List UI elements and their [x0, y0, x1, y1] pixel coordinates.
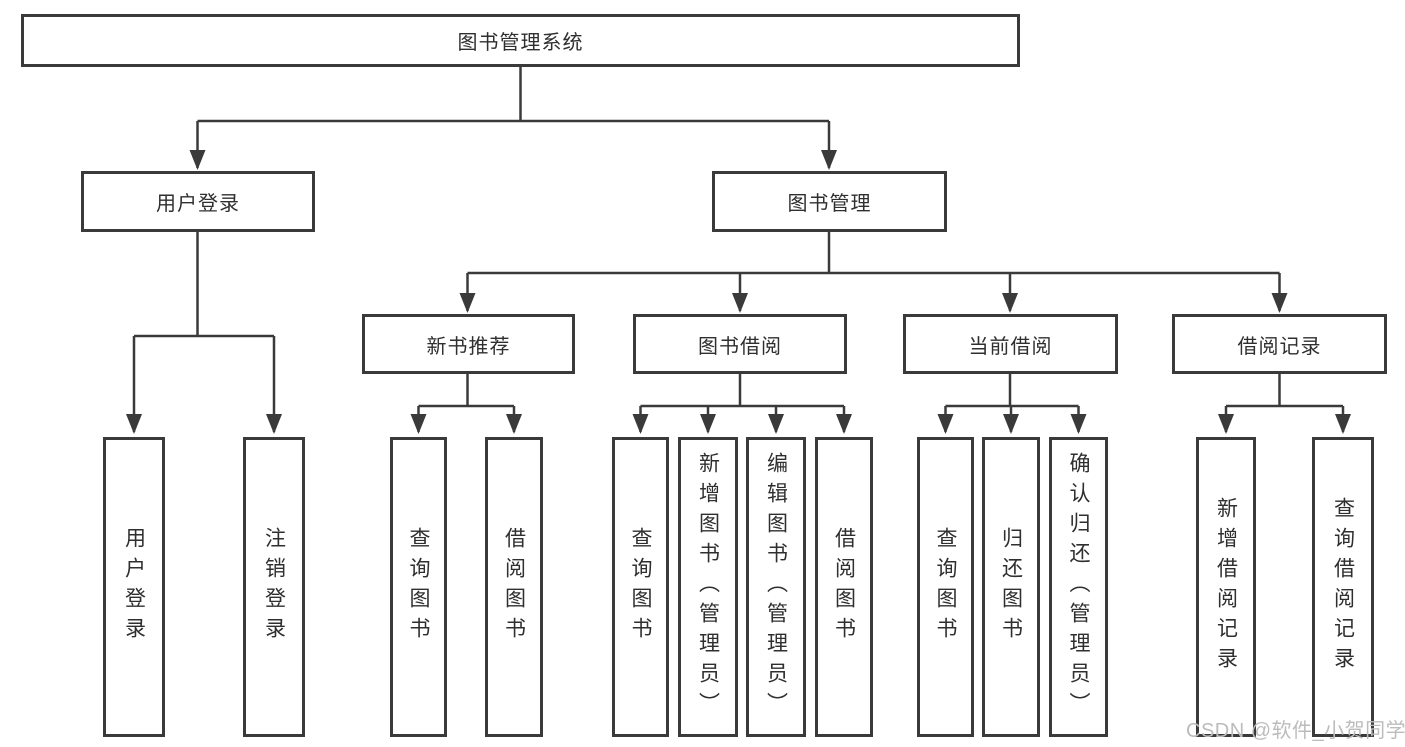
node-new-book-rec: 新书推荐 — [362, 314, 575, 374]
node-br-add-record: 新增借阅记录 — [1196, 437, 1256, 737]
edges-user-login-to-leaves — [126, 231, 282, 434]
node-borrow-record-label: 借阅记录 — [1237, 335, 1322, 358]
node-nb-borrow-book: 借阅图书 — [485, 437, 543, 737]
edges-current-borrow-to-leaves — [937, 373, 1087, 434]
node-bb-edit-book: 编辑图书（管理员） — [746, 437, 806, 737]
node-bb-edit-book-label: 编辑图书（管理员） — [764, 452, 788, 722]
node-bb-add-book-label: 新增图书（管理员） — [696, 452, 720, 722]
node-current-borrow-label: 当前借阅 — [968, 335, 1053, 358]
node-nb-query-book: 查询图书 — [390, 437, 447, 737]
node-bb-add-book: 新增图书（管理员） — [678, 437, 738, 737]
node-bb-query-book-label: 查询图书 — [629, 527, 652, 647]
node-nb-borrow-book-label: 借阅图书 — [502, 527, 526, 647]
node-cb-confirm-return-label: 确认归还（管理员） — [1067, 452, 1090, 722]
node-book-mgmt-label: 图书管理 — [787, 193, 872, 215]
node-bb-query-book: 查询图书 — [612, 437, 669, 737]
node-leaf-user-login-label: 用户登录 — [122, 527, 146, 647]
node-root-label: 图书管理系统 — [457, 32, 584, 54]
csdn-watermark: CSDN @软件_小贺同学 — [1186, 720, 1405, 742]
node-br-query-record: 查询借阅记录 — [1312, 437, 1374, 737]
node-cb-return-book-label: 归还图书 — [999, 527, 1023, 647]
edges-borrow-record-to-leaves — [1218, 373, 1351, 434]
node-cb-query-book: 查询图书 — [917, 437, 974, 737]
node-bb-borrow-book-label: 借阅图书 — [832, 527, 856, 647]
node-book-borrow: 图书借阅 — [633, 314, 847, 374]
node-current-borrow: 当前借阅 — [903, 314, 1118, 374]
node-new-book-rec-label: 新书推荐 — [426, 335, 511, 358]
node-leaf-user-login: 用户登录 — [103, 437, 165, 737]
edges-book-mgmt-to-level3 — [459, 231, 1288, 313]
edges-root-to-level2 — [189, 66, 837, 170]
node-cb-confirm-return: 确认归还（管理员） — [1049, 437, 1108, 737]
node-user-login: 用户登录 — [81, 171, 315, 232]
edges-new-book-rec-to-leaves — [410, 373, 522, 434]
node-leaf-logout-label: 注销登录 — [262, 527, 286, 647]
node-bb-borrow-book: 借阅图书 — [815, 437, 873, 737]
node-leaf-logout: 注销登录 — [243, 437, 305, 737]
node-cb-return-book: 归还图书 — [982, 437, 1040, 737]
node-cb-query-book-label: 查询图书 — [934, 527, 957, 647]
node-book-borrow-label: 图书借阅 — [698, 335, 782, 358]
node-br-query-record-label: 查询借阅记录 — [1331, 497, 1355, 677]
node-root: 图书管理系统 — [21, 14, 1020, 67]
node-user-login-label: 用户登录 — [156, 193, 240, 215]
node-borrow-record: 借阅记录 — [1172, 314, 1387, 374]
node-nb-query-book-label: 查询图书 — [407, 527, 430, 647]
edges-book-borrow-to-leaves — [632, 373, 852, 434]
node-book-mgmt: 图书管理 — [712, 171, 947, 232]
node-br-add-record-label: 新增借阅记录 — [1214, 497, 1238, 677]
